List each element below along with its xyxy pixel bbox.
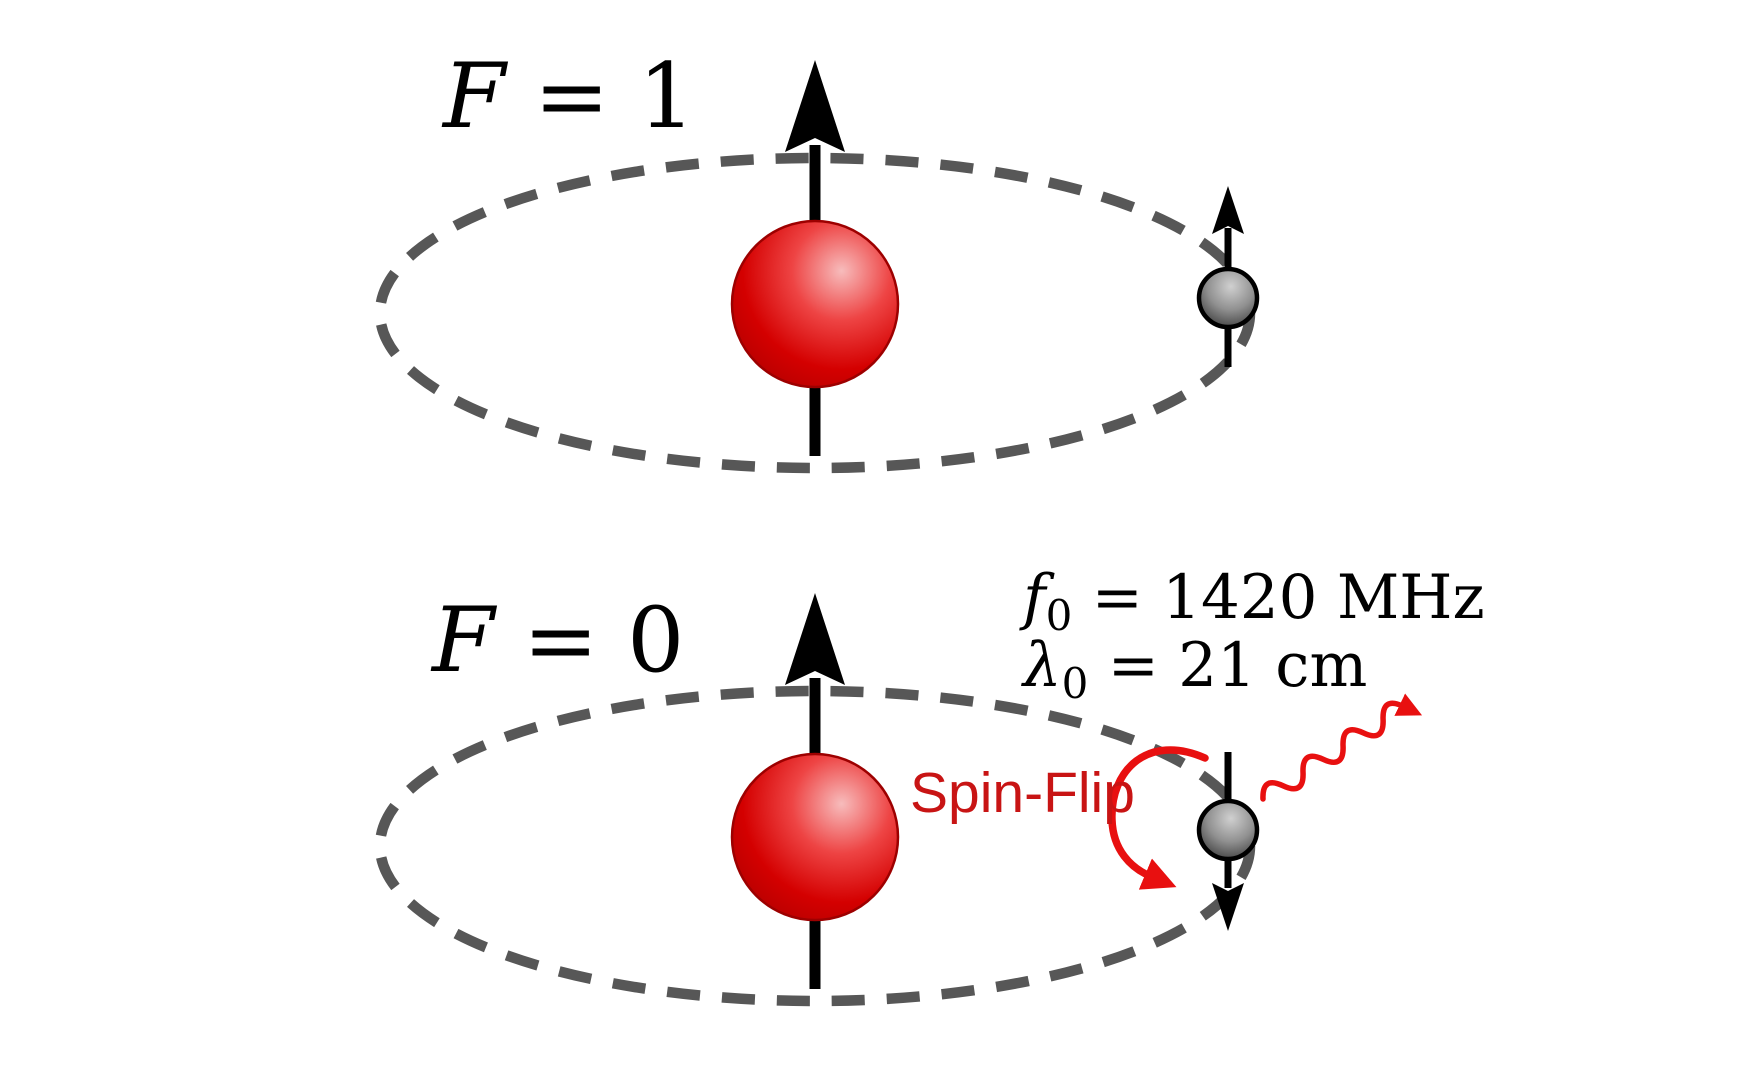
wavelength-subscript: 0 (1062, 659, 1089, 708)
frequency-value: = 1420 MHz (1072, 562, 1484, 633)
electron-spin-arrowhead-down-f0 (1212, 883, 1244, 931)
proton-f0 (730, 752, 900, 922)
electron-spin-arrowhead-up-f1 (1212, 186, 1244, 234)
photon-emission-arrow (1260, 693, 1423, 802)
wavelength-label: λ0 = 21 cm (1021, 630, 1367, 708)
state-symbol-f0: F (430, 588, 498, 693)
panel-f1: F = 1 (374, 44, 1260, 474)
wavelength-symbol: λ (1021, 630, 1062, 701)
state-label-f0: F = 0 (430, 588, 684, 693)
proton-spin-arrowhead-up-f0 (785, 593, 845, 685)
state-value-f1: = 1 (505, 44, 695, 149)
electron-f0 (1196, 798, 1260, 862)
panel-f0: F = 0 f0 = 1420 MHz λ0 = 21 cm Spin-Flip (374, 562, 1485, 1007)
frequency-label: f0 = 1420 MHz (1019, 562, 1485, 640)
spin-flip-curved-arrow (1108, 746, 1209, 890)
proton-spin-arrowhead-up-f1 (785, 60, 845, 152)
state-value-f0: = 0 (494, 588, 684, 693)
spin-flip-label: Spin-Flip (910, 761, 1135, 825)
state-label-f1: F = 1 (441, 44, 695, 149)
proton-f1 (730, 219, 900, 389)
frequency-subscript: 0 (1046, 591, 1073, 640)
wavelength-value: = 21 cm (1088, 630, 1367, 701)
photon-wave (1260, 693, 1423, 802)
state-symbol-f1: F (441, 44, 509, 149)
electron-f1 (1196, 266, 1260, 330)
